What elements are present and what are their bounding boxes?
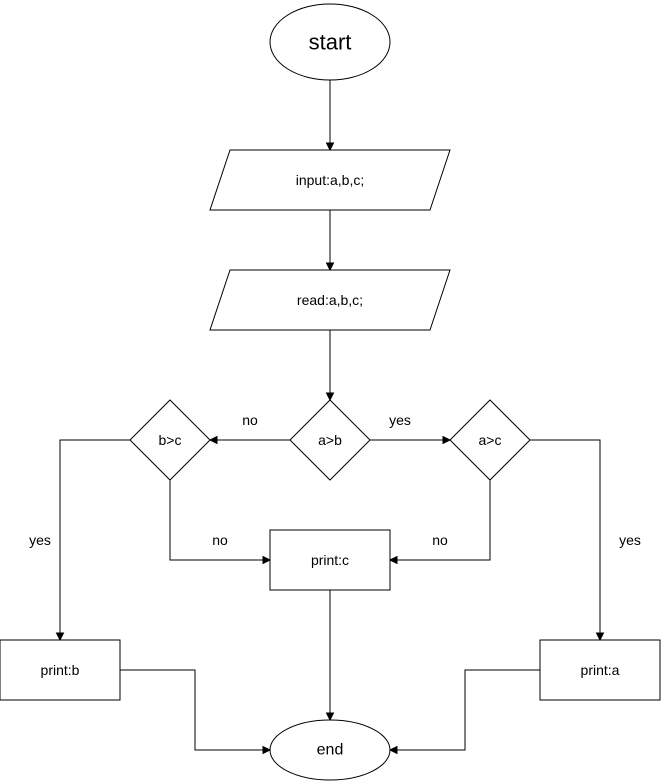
node-print-a: print:a [539, 639, 661, 701]
arrowhead-ab [325, 392, 335, 402]
node-print-b: print:b [0, 639, 121, 701]
arrowhead-end-top [325, 712, 335, 722]
ab-label: a>b [318, 432, 342, 448]
edges [55, 80, 605, 755]
edge-label-bc-yes: yes [29, 532, 51, 548]
edge-bc-printc [169, 480, 263, 561]
edge-label-bc-no: no [212, 532, 228, 548]
node-read: read:a,b,c; [209, 269, 451, 331]
input-parallelogram [209, 149, 451, 211]
arrowhead-printb [55, 632, 65, 642]
printb-rect [0, 639, 121, 701]
edge-bc-printb [59, 439, 130, 633]
start-label: start [309, 30, 352, 55]
end-ellipse [269, 719, 391, 781]
edge-label-ab-yes: yes [389, 412, 411, 428]
read-label: read:a,b,c; [297, 292, 363, 308]
arrowhead-printc-left [262, 555, 272, 565]
arrowhead-end-right [388, 745, 398, 755]
node-end: end [269, 719, 391, 781]
printb-label: print:b [41, 662, 80, 678]
arrowhead-read [325, 262, 335, 272]
ac-label: a>c [479, 432, 502, 448]
edge-printa-end [397, 669, 540, 751]
printc-rect [269, 529, 391, 591]
node-print-c: print:c [269, 529, 391, 591]
node-input: input:a,b,c; [209, 149, 451, 211]
arrowhead-printa [595, 632, 605, 642]
read-parallelogram [209, 269, 451, 331]
ac-diamond [449, 399, 531, 481]
arrowhead-printc-right [388, 555, 398, 565]
arrowhead-input [325, 142, 335, 152]
edge-label-ab-no: no [242, 412, 258, 428]
printa-label: print:a [581, 662, 620, 678]
edge-ac-printc [397, 480, 491, 561]
end-label: end [317, 742, 344, 759]
edge-label-ac-yes: yes [619, 532, 641, 548]
decision-ac: a>c [449, 399, 531, 481]
arrowhead-bc [208, 435, 218, 445]
edge-label-ac-no: no [432, 532, 448, 548]
edge-ac-printa [530, 439, 601, 633]
edge-labels: no yes yes no no yes [29, 412, 641, 548]
node-start: start [269, 3, 391, 81]
start-ellipse [269, 3, 391, 81]
input-label: input:a,b,c; [296, 172, 365, 188]
decision-ab: a>b [289, 399, 371, 481]
arrowhead-end-left [262, 745, 272, 755]
decision-bc: b>c [129, 399, 211, 481]
edge-printb-end [120, 669, 263, 751]
printa-rect [539, 639, 661, 701]
arrowhead-ac [442, 435, 452, 445]
bc-label: b>c [159, 432, 182, 448]
bc-diamond [129, 399, 211, 481]
ab-diamond [289, 399, 371, 481]
printc-label: print:c [311, 552, 349, 568]
